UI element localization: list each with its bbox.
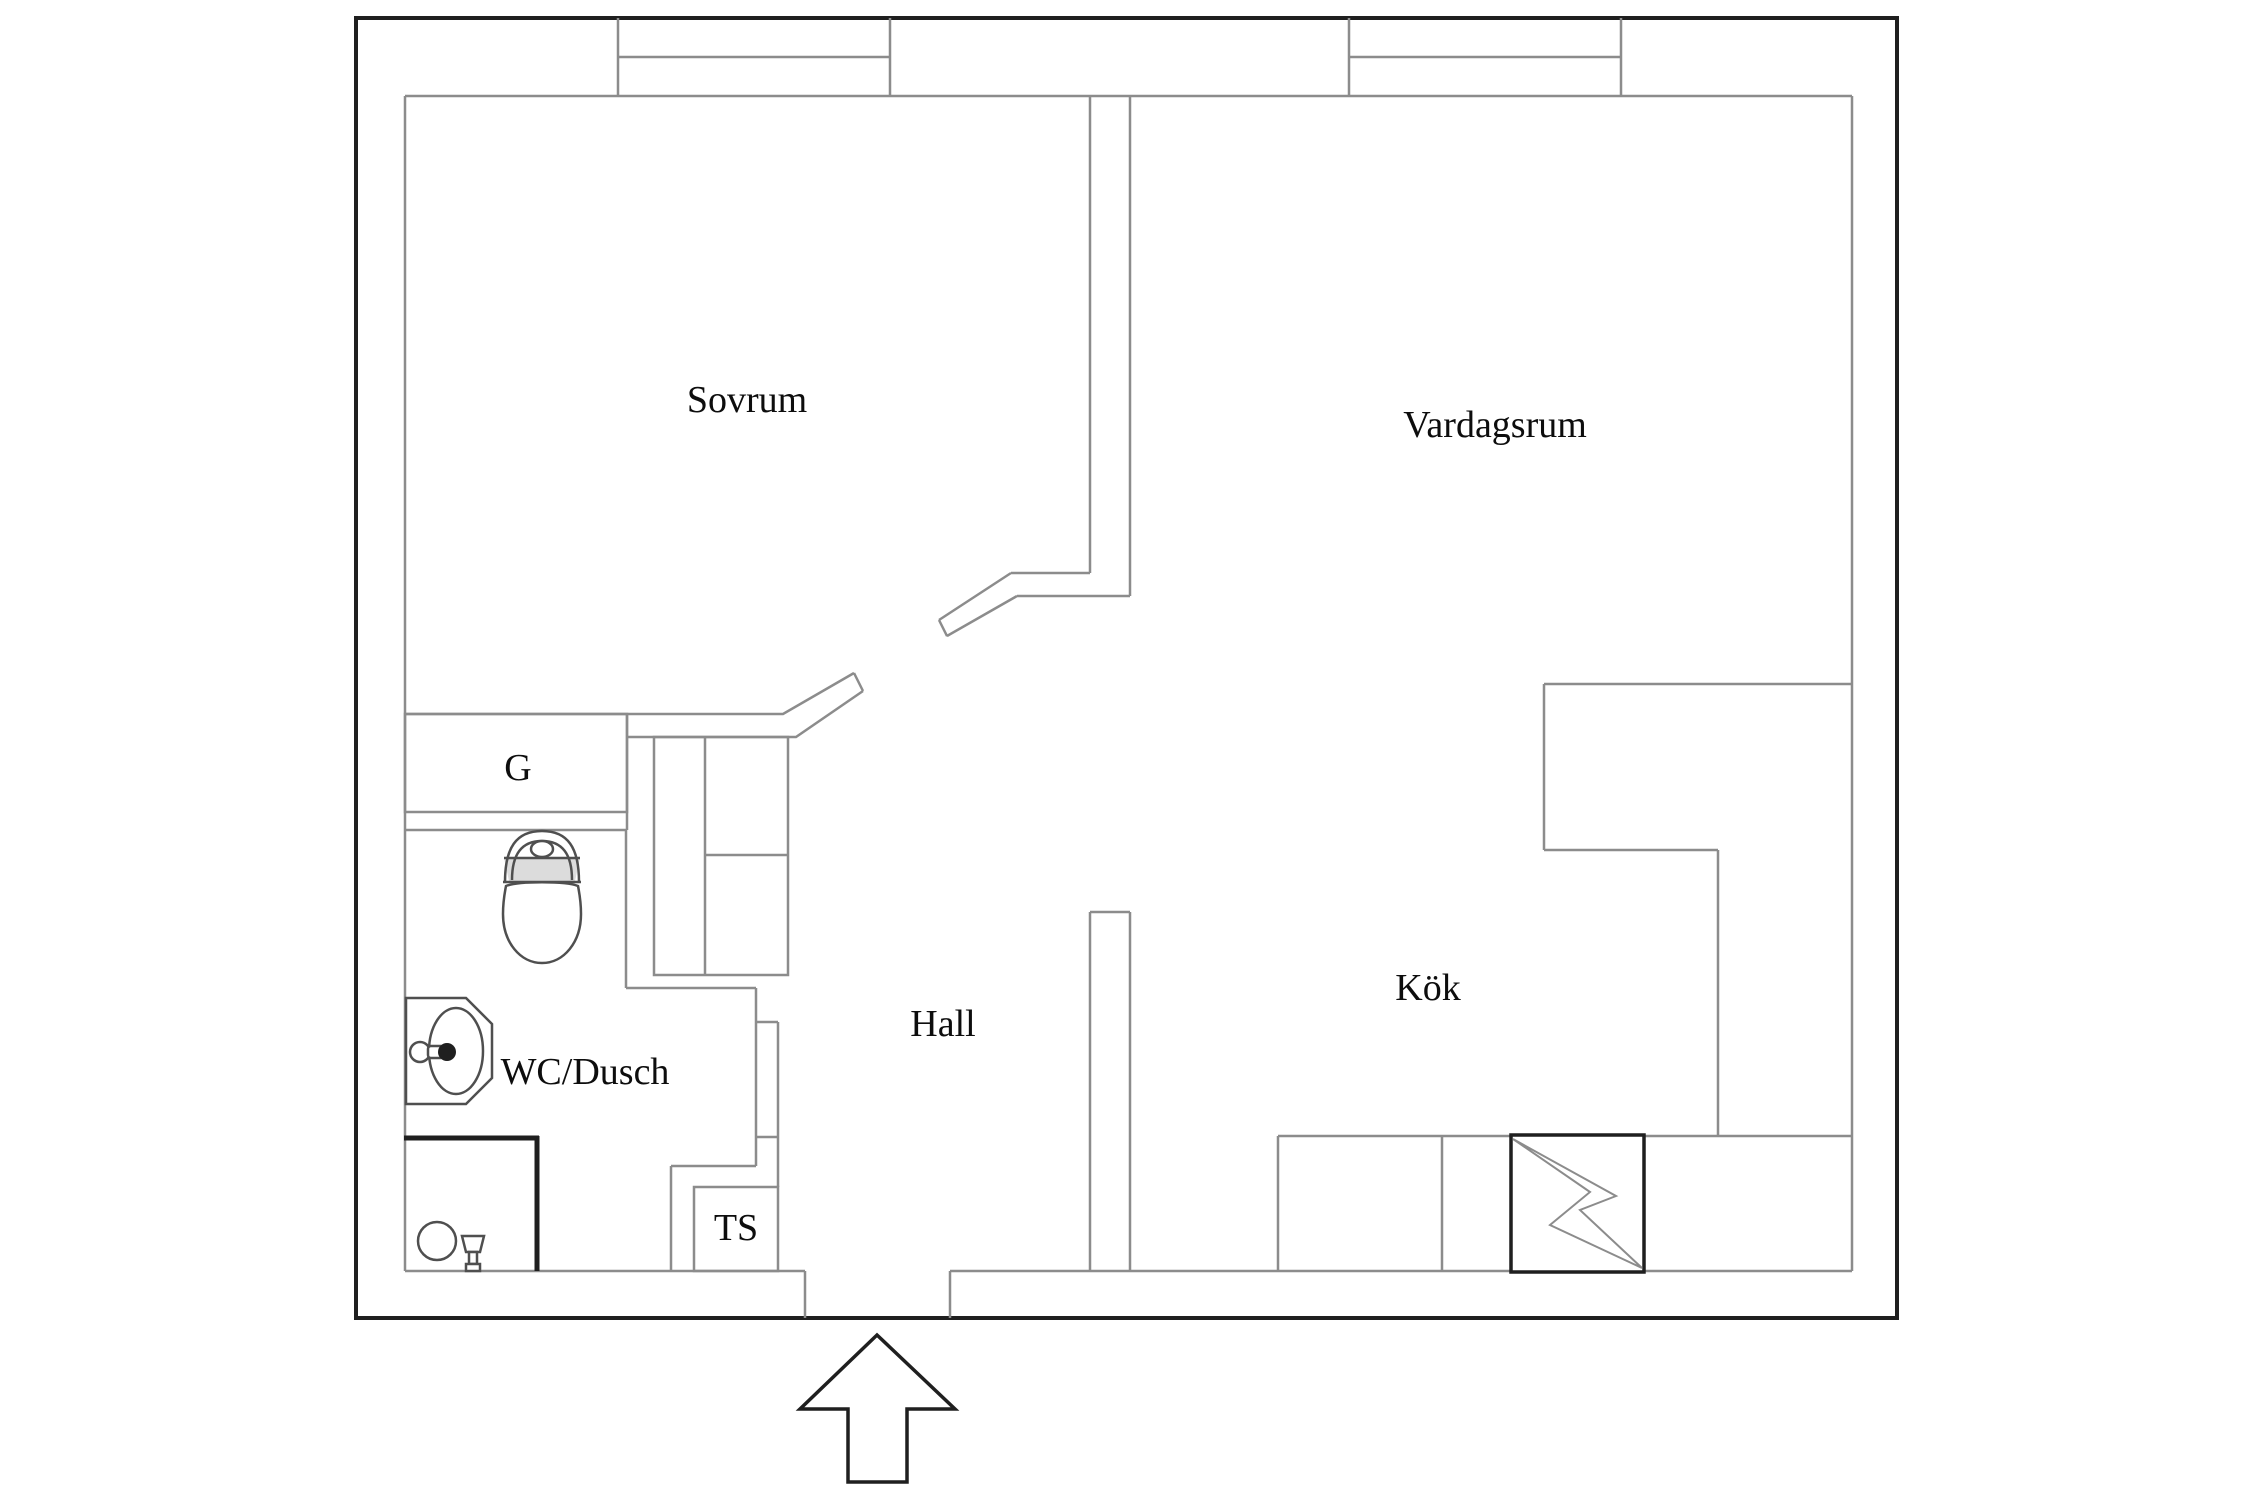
garderob-closet bbox=[403, 712, 629, 814]
dishwasher-icon bbox=[1509, 1133, 1646, 1274]
wall-sovrum-hall bbox=[405, 671, 865, 830]
wall-vardagsrum-kok bbox=[1542, 682, 1852, 1136]
wall-sovrum-vardagsrum bbox=[937, 96, 1132, 638]
entrance-arrow-icon bbox=[795, 1332, 960, 1484]
room-label-kok: Kök bbox=[1395, 967, 1460, 1009]
window-sovrum-icon bbox=[616, 18, 892, 96]
hall-wardrobe-unit bbox=[652, 735, 790, 977]
kitchen-counter bbox=[1276, 1134, 1852, 1271]
sink-icon bbox=[404, 996, 494, 1106]
room-label-wc-dusch: WC/Dusch bbox=[501, 1051, 670, 1093]
room-label-hall: Hall bbox=[910, 1003, 975, 1045]
wall-hall-kok bbox=[1088, 910, 1132, 1271]
room-label-sovrum: Sovrum bbox=[687, 379, 807, 421]
ts-closet bbox=[692, 1185, 780, 1273]
outer-wall bbox=[354, 16, 1899, 1320]
room-label-vardagsrum: Vardagsrum bbox=[1403, 404, 1587, 446]
wall-wc-hall bbox=[405, 828, 780, 1271]
window-vardagsrum-icon bbox=[1347, 18, 1623, 96]
room-label-garderob: G bbox=[504, 747, 531, 789]
shower-icon bbox=[404, 1135, 540, 1273]
room-label-ts: TS bbox=[714, 1207, 758, 1249]
toilet-icon bbox=[501, 829, 583, 965]
